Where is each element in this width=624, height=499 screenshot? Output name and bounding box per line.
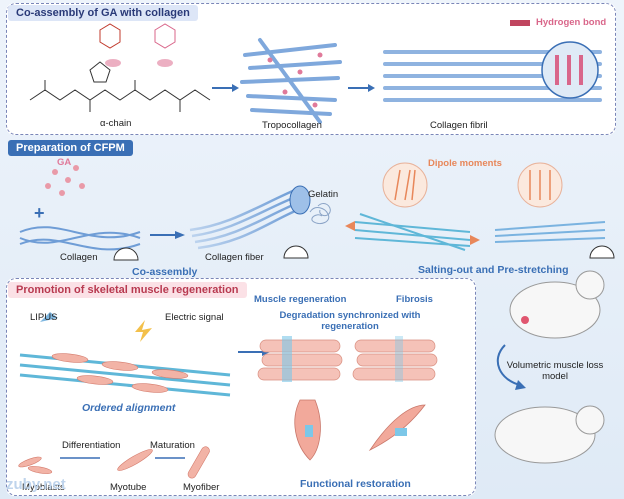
panel2-title: Preparation of CFPM xyxy=(8,140,133,156)
panel3-title: Promotion of skeletal muscle regeneratio… xyxy=(8,282,247,298)
panel-preparation xyxy=(6,138,616,274)
watermark: zuby.net xyxy=(6,476,66,493)
panel-co-assembly xyxy=(6,3,616,135)
hydrogen-bond-legend: Hydrogen bond xyxy=(536,17,607,28)
alpha-chain-structure xyxy=(29,61,211,112)
differentiation-label: Differentiation xyxy=(62,440,121,451)
maturation-label: Maturation xyxy=(150,440,195,451)
dipole-moments-label: Dipole moments xyxy=(428,158,502,169)
collagen-fibril-label: Collagen fibril xyxy=(430,120,488,131)
cell-stages xyxy=(18,446,210,479)
vml-model-label: Volumetric muscle loss model xyxy=(506,360,604,382)
co-assembly-label: Co-assembly xyxy=(132,266,198,278)
electric-signal-label: Electric signal xyxy=(165,312,224,323)
tropocollagen-rods xyxy=(240,38,342,124)
collagen-label: Collagen xyxy=(60,252,98,263)
leg-muscles xyxy=(294,399,426,461)
tropocollagen-label: Tropocollagen xyxy=(262,120,322,131)
lipus-label: LIPUS xyxy=(30,312,58,323)
myotube-label: Myotube xyxy=(110,482,147,493)
ga-molecules xyxy=(99,23,176,49)
gelatin-blob xyxy=(309,203,331,225)
degradation-label: Degradation synchronized with regenerati… xyxy=(279,310,421,332)
tension-gauges xyxy=(113,245,615,261)
myoblast-cells xyxy=(51,353,189,393)
salting-out-label: Salting-out and Pre-stretching xyxy=(418,264,569,276)
fibrosis-label: Fibrosis xyxy=(396,294,433,305)
panel-promotion xyxy=(6,278,476,496)
plus-sign: + xyxy=(34,203,45,223)
stretched-fibers xyxy=(494,221,606,243)
myofiber-label: Myofiber xyxy=(183,482,220,493)
aligned-fibers xyxy=(354,213,471,251)
muscle-regeneration-label: Muscle regeneration xyxy=(254,294,347,305)
functional-restoration-label: Functional restoration xyxy=(300,478,411,490)
collagen-fiber-bundle xyxy=(189,188,303,250)
panel1-title: Co-assembly of GA with collagen xyxy=(8,5,198,21)
ordered-alignment-label: Ordered alignment xyxy=(82,402,176,414)
collagen-fiber-label: Collagen fiber xyxy=(205,252,264,263)
mouse-illustration xyxy=(494,270,605,464)
ga-label: GA xyxy=(57,157,72,168)
alpha-chain-label: α-chain xyxy=(100,118,132,129)
myoblasts-label: Myoblasts xyxy=(22,482,65,493)
gelatin-label: Gelatin xyxy=(308,189,339,200)
